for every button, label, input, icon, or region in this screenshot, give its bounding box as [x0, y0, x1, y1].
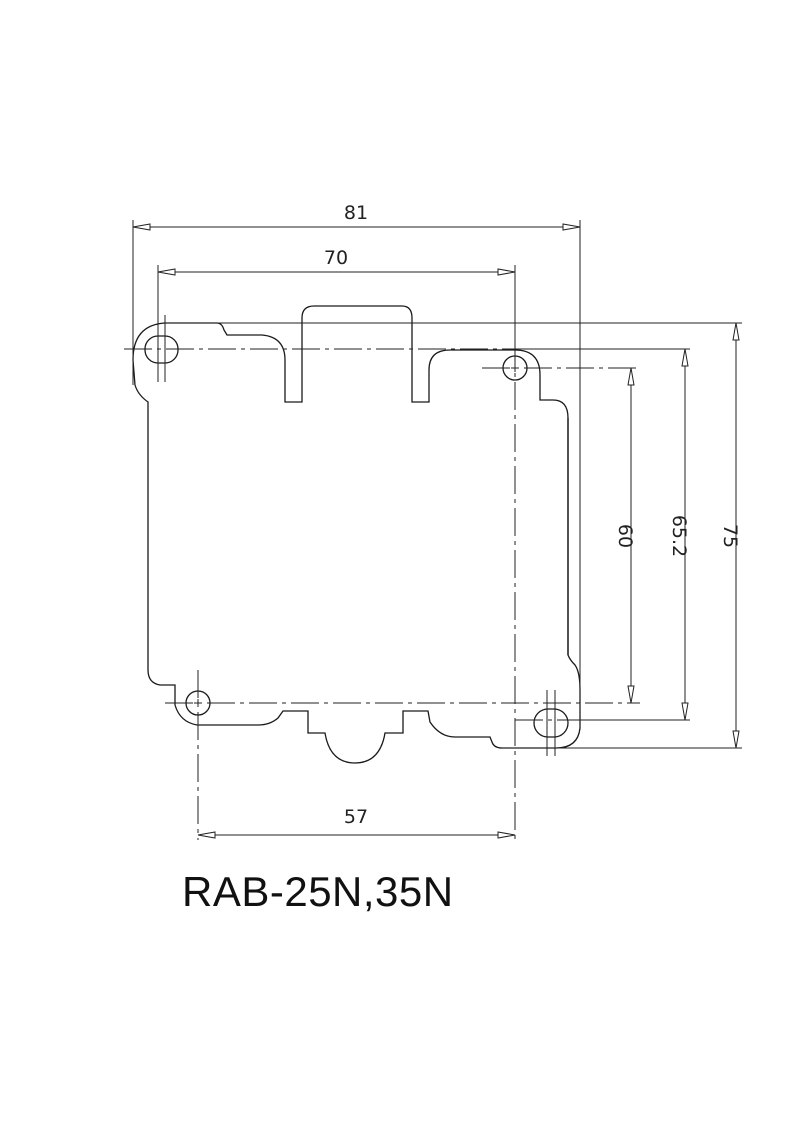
dim-hole-pitch-bottom: 57 — [344, 806, 368, 828]
model-caption: RAB-25N,35N — [182, 868, 454, 915]
dim-hole-pitch-top: 70 — [324, 247, 348, 269]
slot-hole-bottom-right — [533, 708, 569, 738]
plate-outline — [132, 305, 581, 764]
dim-hole-pitch-vertical: 60 — [614, 524, 636, 548]
dim-hole-pitch-vertical-outer: 65.2 — [668, 515, 690, 557]
dim-overall-width: 81 — [344, 202, 368, 224]
dim-overall-height: 75 — [719, 524, 741, 548]
